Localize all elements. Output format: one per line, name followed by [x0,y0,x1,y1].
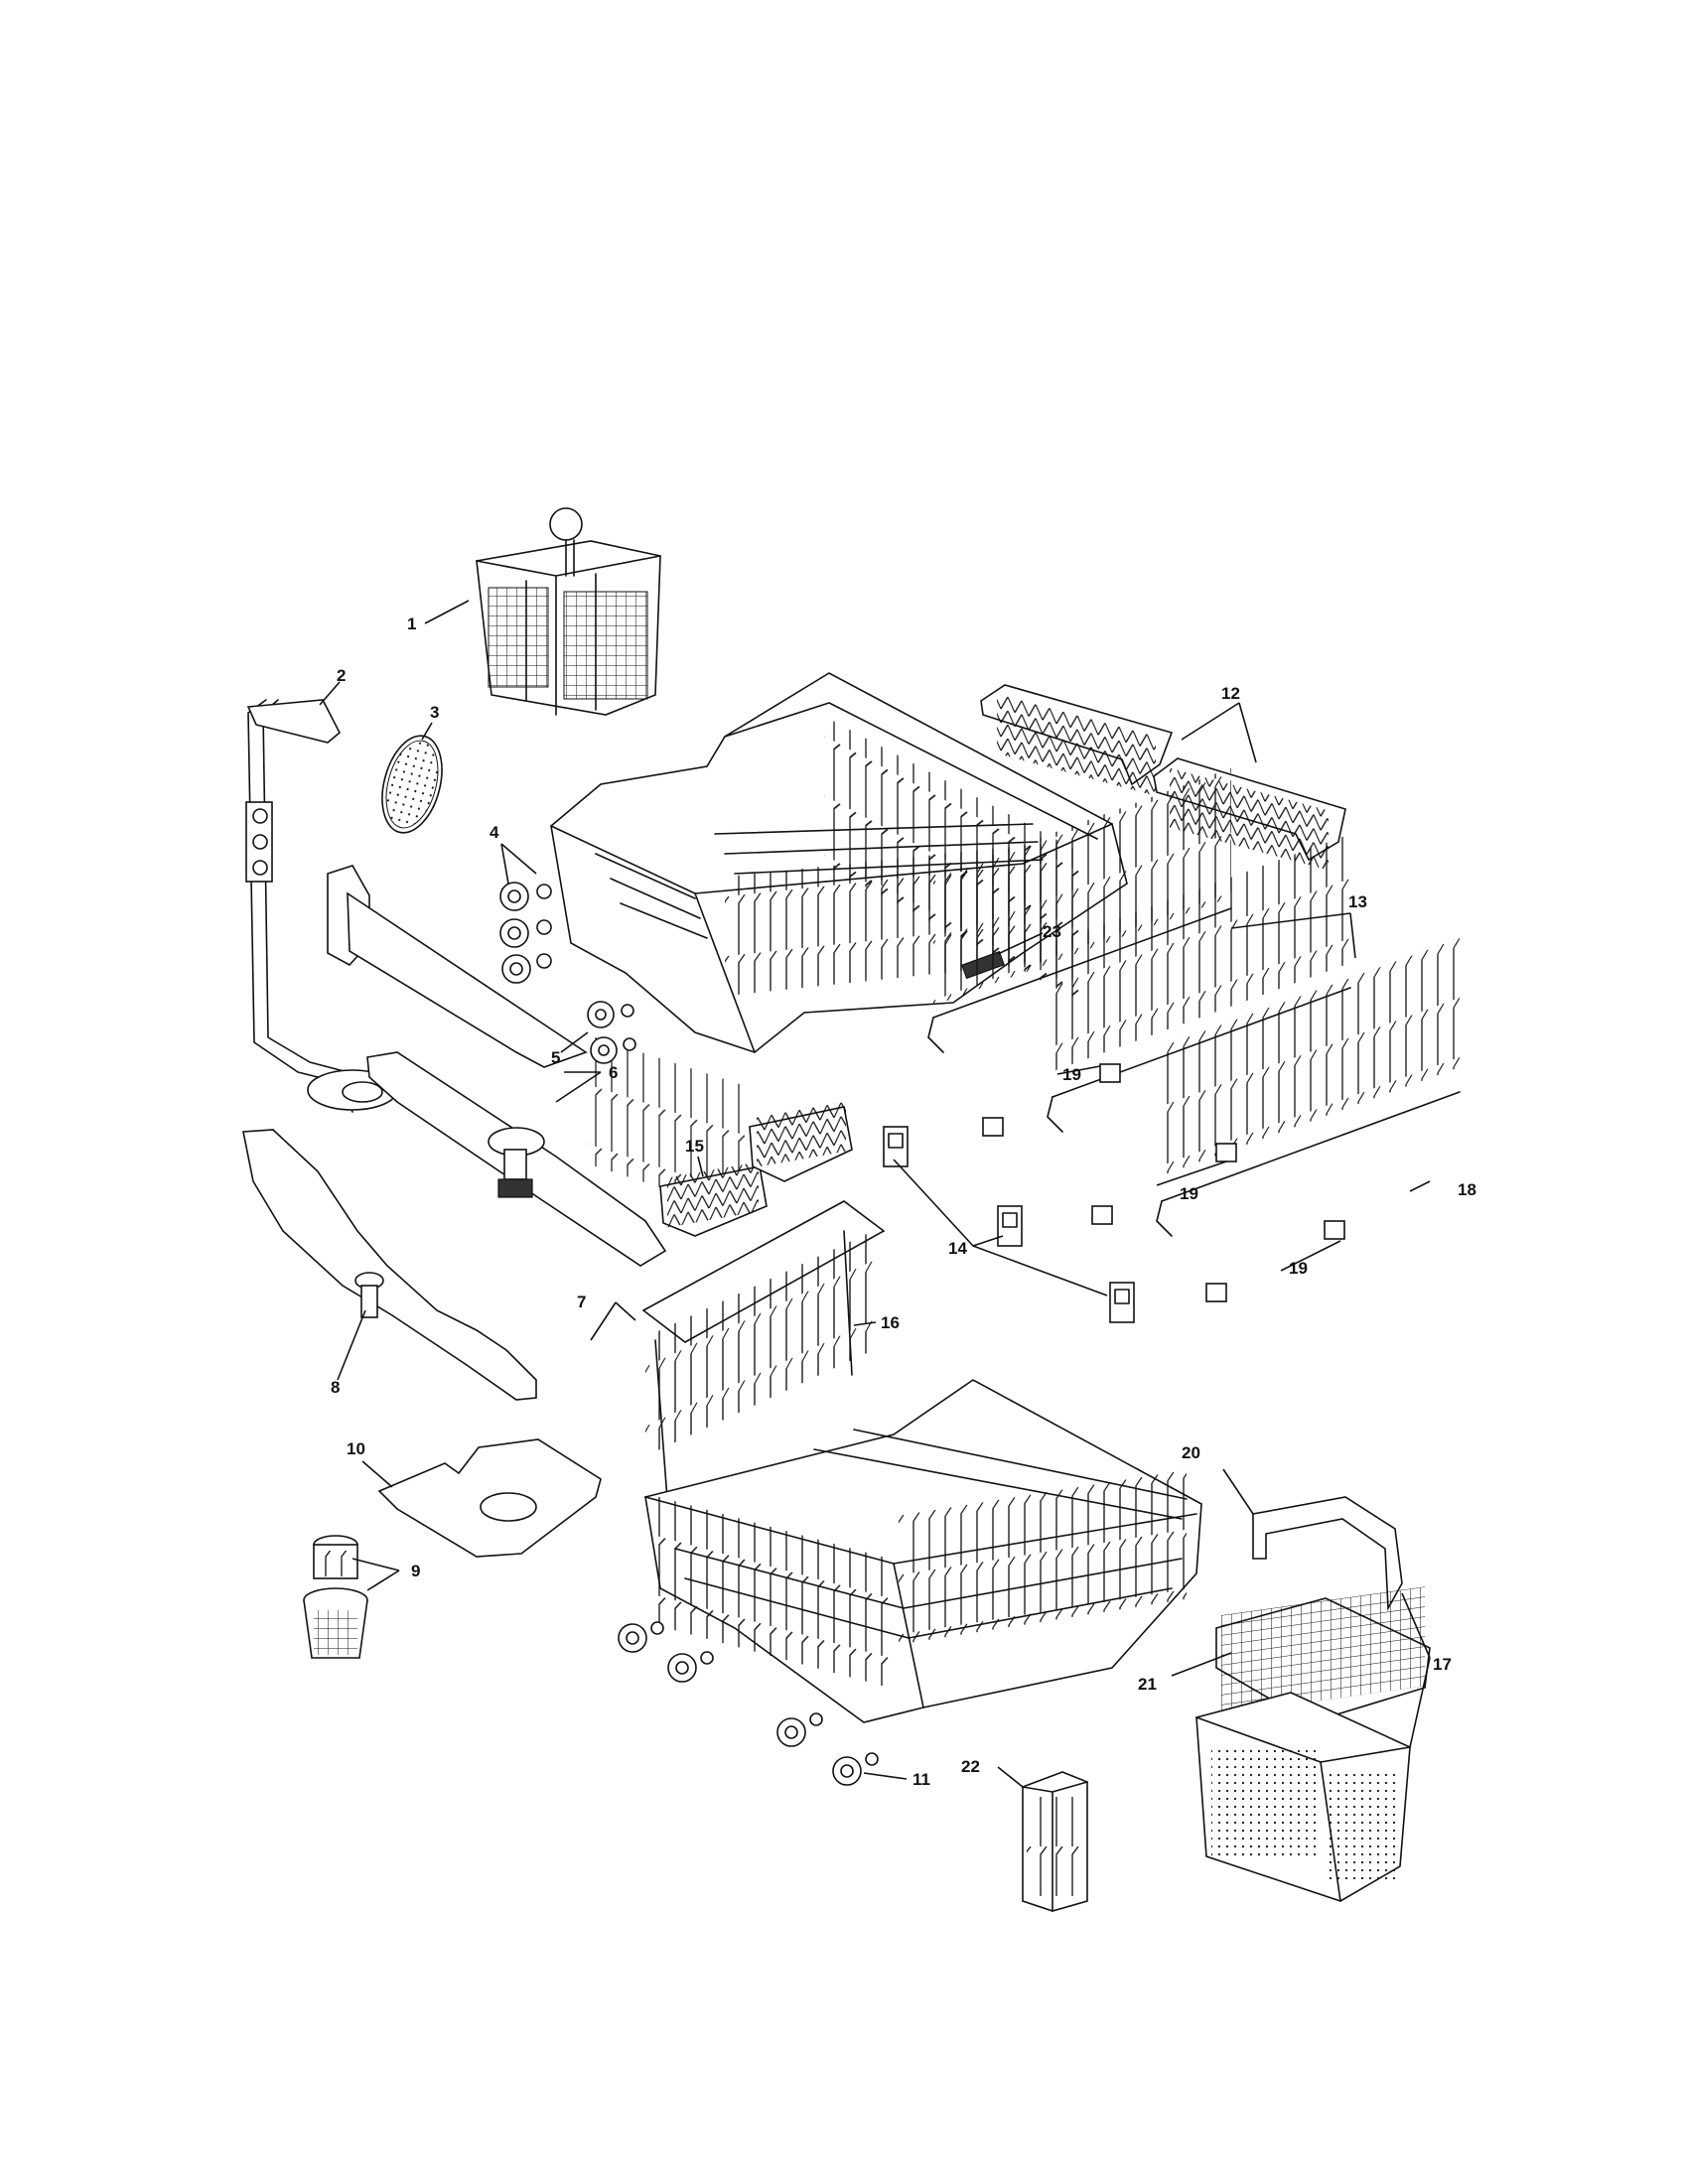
callout-18: 18 [1458,1180,1476,1199]
callout-20: 20 [1182,1443,1200,1462]
part-cutlery-basket-lower [1195,1496,1431,1902]
part-filter-plate [377,1438,602,1558]
callout-7: 7 [577,1293,586,1311]
part-cutlery-sleeve [1022,1771,1088,1912]
leader-lines [319,600,1431,1788]
part-upper-spray-arm [327,865,667,1267]
callout-6: 6 [609,1063,618,1082]
callout-5: 5 [551,1048,560,1067]
callout-15: 15 [685,1137,704,1156]
part-knife-shelves [659,1101,853,1237]
callout-23: 23 [1043,922,1061,941]
part-lower-rack [644,1379,1202,1723]
callout-16: 16 [881,1313,900,1332]
callout-labels: 1 2 3 4 5 6 7 8 9 10 11 12 13 14 15 16 1… [331,614,1476,1789]
callout-21: 21 [1138,1675,1157,1694]
callout-4: 4 [490,823,499,842]
callout-19-c: 19 [1289,1259,1308,1278]
callout-19-a: 19 [1062,1065,1081,1084]
callout-12: 12 [1221,684,1240,703]
part-lower-spray-arm [242,1129,537,1401]
callout-13: 13 [1348,892,1367,911]
callout-2: 2 [337,666,346,685]
callout-9: 9 [411,1562,420,1580]
part-lower-wheels [618,1621,879,1786]
callout-10: 10 [347,1439,365,1458]
callout-3: 3 [430,703,439,722]
callout-22: 22 [961,1757,980,1776]
part-lower-cup-racks [641,1200,886,1500]
part-upper-rollers [587,1001,636,1064]
part-tine-rows [927,767,1461,1237]
part-spray-pipe [245,699,398,1113]
callout-17: 17 [1433,1655,1452,1674]
callout-11: 11 [912,1770,930,1789]
part-upper-wheels [499,882,552,984]
callout-8: 8 [331,1378,340,1397]
part-filter-cylinder [303,1535,368,1659]
callout-14: 14 [948,1239,967,1258]
callout-19-b: 19 [1180,1184,1198,1203]
part-tine-hinges [883,1126,1135,1323]
part-cutlery-basket-top [476,507,661,716]
part-filter-disc [381,735,443,834]
callout-1: 1 [407,614,416,633]
